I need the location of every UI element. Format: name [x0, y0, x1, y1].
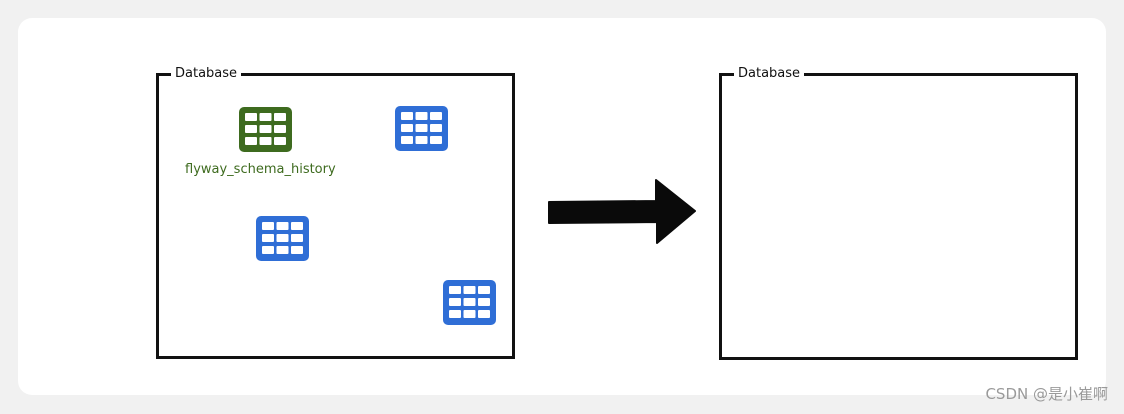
table-icon	[256, 216, 309, 261]
watermark: CSDN @是小崔啊	[985, 385, 1108, 403]
database-box-left: Database	[156, 65, 515, 359]
database-box-right: Database	[719, 65, 1078, 360]
flyway-table-label: flyway_schema_history	[185, 162, 336, 177]
table-icon	[443, 280, 496, 325]
right-arrow-icon	[546, 178, 698, 250]
database-label-left: Database	[171, 65, 242, 83]
flyway-table-icon	[239, 107, 292, 152]
table-icon	[395, 106, 448, 151]
database-label-right: Database	[734, 65, 805, 83]
